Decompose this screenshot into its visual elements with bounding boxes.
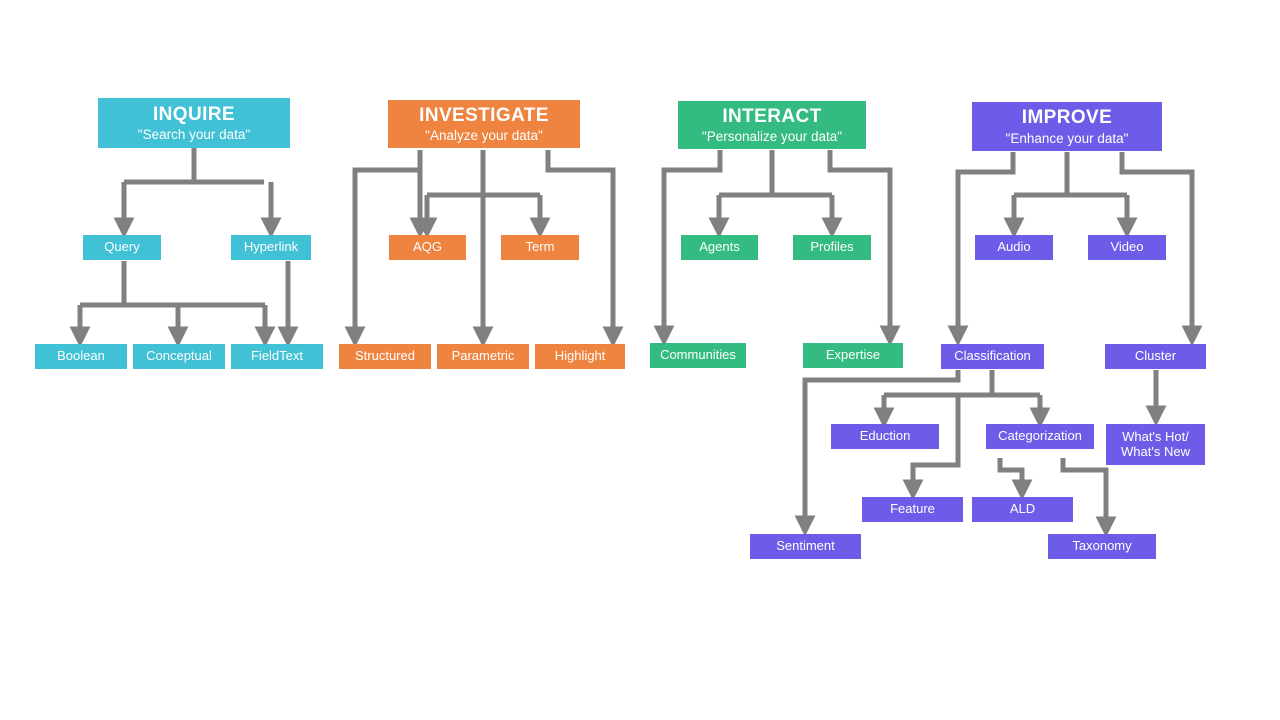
header-improve[interactable]: IMPROVE "Enhance your data" — [972, 102, 1162, 151]
node-hyperlink-label: Hyperlink — [243, 239, 299, 255]
node-hyperlink[interactable]: Hyperlink — [231, 235, 311, 260]
node-categorization-label: Categorization — [998, 428, 1082, 444]
edge-categorization-ald — [997, 458, 1033, 501]
node-profiles[interactable]: Profiles — [793, 235, 871, 260]
node-boolean-label: Boolean — [57, 348, 105, 364]
node-eduction-label: Eduction — [859, 428, 911, 444]
header-interact-title: INTERACT — [722, 105, 822, 127]
header-investigate[interactable]: INVESTIGATE "Analyze your data" — [388, 100, 580, 148]
node-ald[interactable]: ALD — [972, 497, 1073, 522]
node-query-label: Query — [104, 239, 140, 255]
node-term-label: Term — [525, 239, 555, 255]
node-profiles-label: Profiles — [810, 239, 854, 255]
node-ald-label: ALD — [1009, 501, 1036, 517]
node-classification-label: Classification — [954, 348, 1031, 364]
header-inquire-title: INQUIRE — [153, 103, 235, 125]
node-highlight-label: Highlight — [554, 348, 606, 364]
node-conceptual-label: Conceptual — [146, 348, 212, 364]
header-investigate-subtitle: "Analyze your data" — [425, 128, 543, 144]
node-feature-label: Feature — [890, 501, 935, 517]
node-agents[interactable]: Agents — [681, 235, 758, 260]
node-taxonomy-label: Taxonomy — [1072, 538, 1132, 554]
node-video-label: Video — [1110, 239, 1144, 255]
node-highlight[interactable]: Highlight — [535, 344, 625, 369]
header-improve-subtitle: "Enhance your data" — [1005, 130, 1129, 146]
node-sentiment[interactable]: Sentiment — [750, 534, 861, 559]
node-whats-hot-whats-new[interactable]: What's Hot/ What's New — [1106, 424, 1205, 465]
node-video[interactable]: Video — [1088, 235, 1166, 260]
node-expertise[interactable]: Expertise — [803, 343, 903, 368]
node-structured-label: Structured — [355, 348, 415, 364]
node-audio-label: Audio — [997, 239, 1031, 255]
node-communities-label: Communities — [660, 347, 736, 363]
header-interact[interactable]: INTERACT "Personalize your data" — [678, 101, 866, 149]
node-communities[interactable]: Communities — [650, 343, 746, 368]
node-agents-label: Agents — [699, 239, 740, 255]
node-aqg-label: AQG — [413, 239, 442, 255]
node-query[interactable]: Query — [83, 235, 161, 260]
node-categorization[interactable]: Categorization — [986, 424, 1094, 449]
node-aqg[interactable]: AQG — [389, 235, 466, 260]
node-parametric[interactable]: Parametric — [437, 344, 529, 369]
node-feature[interactable]: Feature — [862, 497, 963, 522]
node-audio[interactable]: Audio — [975, 235, 1053, 260]
header-investigate-title: INVESTIGATE — [419, 104, 549, 126]
node-fieldtext[interactable]: FieldText — [231, 344, 323, 369]
node-expertise-label: Expertise — [825, 347, 881, 363]
node-term[interactable]: Term — [501, 235, 579, 260]
node-conceptual[interactable]: Conceptual — [133, 344, 225, 369]
node-taxonomy[interactable]: Taxonomy — [1048, 534, 1156, 559]
header-inquire[interactable]: INQUIRE "Search your data" — [98, 98, 290, 148]
node-whats-hot-whats-new-label: What's Hot/ What's New — [1121, 428, 1190, 459]
node-cluster[interactable]: Cluster — [1105, 344, 1206, 369]
header-interact-subtitle: "Personalize your data" — [701, 129, 843, 145]
node-boolean[interactable]: Boolean — [35, 344, 127, 369]
node-parametric-label: Parametric — [451, 348, 515, 364]
header-improve-title: IMPROVE — [1021, 107, 1113, 129]
node-eduction[interactable]: Eduction — [831, 424, 939, 449]
node-fieldtext-label: FieldText — [250, 348, 304, 364]
node-structured[interactable]: Structured — [339, 344, 431, 369]
node-classification[interactable]: Classification — [941, 344, 1044, 369]
node-cluster-label: Cluster — [1134, 348, 1177, 364]
node-sentiment-label: Sentiment — [776, 538, 835, 554]
header-inquire-subtitle: "Search your data" — [137, 127, 251, 143]
